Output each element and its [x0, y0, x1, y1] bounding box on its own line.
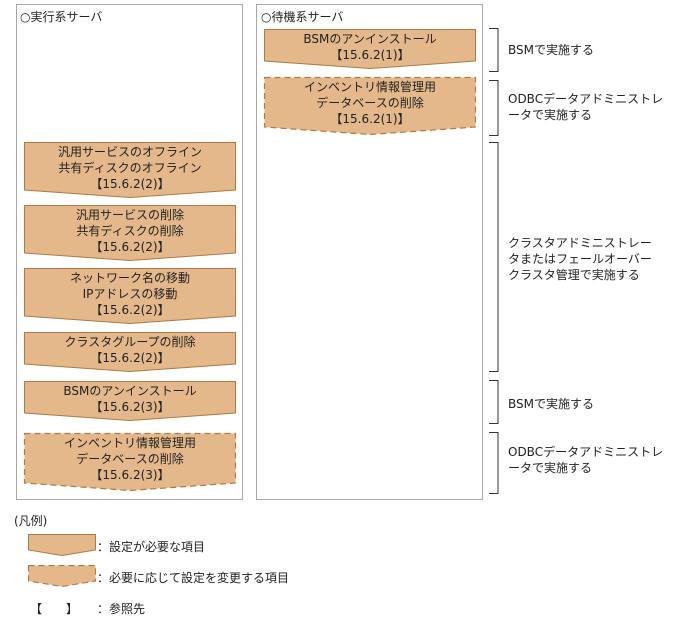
- step-text-line: IPアドレスの移動: [82, 287, 178, 301]
- step-text: ネットワーク名の移動 IPアドレスの移動【15.6.2(2)】: [24, 270, 236, 318]
- step-text-line: 【15.6.2(3)】: [90, 400, 170, 414]
- step-text: BSMのアンインストール【15.6.2(3)】: [24, 383, 236, 415]
- step-text-line: インベントリ情報管理用: [303, 80, 436, 94]
- step-text-line: 【15.6.2(1)】: [330, 48, 410, 62]
- brace-line: [489, 28, 499, 72]
- required-step-shape: [264, 29, 476, 70]
- exec-server-title: ○実行系サーバ: [20, 10, 103, 24]
- exec-step-delete-service: 汎用サービスの削除共有ディスクの削除【15.6.2(2)】: [24, 205, 236, 262]
- exec-step-move-network: ネットワーク名の移動 IPアドレスの移動【15.6.2(2)】: [24, 268, 236, 325]
- legend-optional-shape: [27, 564, 97, 588]
- brace-bracket: [488, 380, 502, 424]
- step-text: 汎用サービスの削除共有ディスクの削除【15.6.2(2)】: [24, 207, 236, 255]
- step-text-line: 【15.6.2(2)】: [90, 240, 170, 254]
- exec-step-inventory-db-delete: インベントリ情報管理用データベースの削除【15.6.2(3)】: [23, 432, 237, 492]
- required-step-shape: [24, 332, 236, 373]
- step-text-line: 汎用サービスのオフライン: [57, 145, 202, 159]
- step-text-line: 汎用サービスの削除: [75, 208, 184, 222]
- brace-line: [489, 80, 499, 136]
- note-line: BSMで実施する: [508, 43, 594, 57]
- note-line: タまたはフェールオーバー: [508, 252, 652, 266]
- step-text-line: 【15.6.2(2)】: [90, 177, 170, 191]
- standby-step-bsm-uninstall: BSMのアンインストール【15.6.2(1)】: [264, 29, 476, 70]
- required-step-shape: [24, 381, 236, 422]
- exec-step-bsm-uninstall: BSMのアンインストール【15.6.2(3)】: [24, 381, 236, 422]
- step-text-line: BSMのアンインストール: [303, 32, 437, 46]
- step-text-line: 【15.6.2(2)】: [90, 303, 170, 317]
- optional-step-shape: [263, 76, 477, 136]
- note-line: ODBCデータアドミニストレ: [508, 445, 664, 459]
- exec-step-delete-cluster-group: クラスタグループの削除【15.6.2(2)】: [24, 332, 236, 373]
- legend-optional-label: ：必要に応じて設定を変更する項目: [97, 571, 290, 585]
- legend-required-shape: [28, 534, 96, 557]
- note-bsm-standby: BSMで実施する: [508, 42, 594, 58]
- note-cluster-admin: クラスタアドミニストレータまたはフェールオーバークラスタ管理で実施する: [508, 235, 652, 283]
- step-text: クラスタグループの削除【15.6.2(2)】: [24, 334, 236, 366]
- required-step-shape: [28, 534, 96, 557]
- required-step-shape: [24, 205, 236, 262]
- optional-step-shape: [27, 564, 97, 588]
- brace-line: [489, 380, 499, 424]
- note-line: クラスタ管理で実施する: [508, 268, 640, 282]
- step-text-line: 【15.6.2(2)】: [90, 351, 170, 365]
- legend-ref-symbol: 【 】: [30, 602, 79, 616]
- brace-bracket: [488, 142, 502, 372]
- step-text-line: データベースの削除: [76, 452, 184, 466]
- note-odbc-standby: ODBCデータアドミニストレータで実施する: [508, 91, 663, 123]
- step-text-line: 共有ディスクの削除: [76, 224, 184, 238]
- standby-server-title: ○待機系サーバ: [261, 10, 344, 24]
- step-text-line: ネットワーク名の移動: [69, 271, 190, 285]
- step-text-line: 共有ディスクのオフライン: [58, 161, 202, 175]
- note-line: BSMで実施する: [508, 397, 594, 411]
- step-text: BSMのアンインストール【15.6.2(1)】: [264, 31, 476, 63]
- step-text-line: クラスタグループの削除: [64, 335, 196, 349]
- brace-line: [489, 142, 499, 372]
- step-text-line: インベントリ情報管理用: [63, 436, 196, 450]
- exec-step-offline: 汎用サービスのオフライン共有ディスクのオフライン【15.6.2(2)】: [24, 142, 236, 199]
- legend-required-label: ：設定が必要な項目: [97, 540, 206, 554]
- note-line: クラスタアドミニストレー: [508, 236, 652, 250]
- required-step-shape: [24, 268, 236, 325]
- step-text: 汎用サービスのオフライン共有ディスクのオフライン【15.6.2(2)】: [24, 144, 236, 192]
- note-line: ODBCデータアドミニストレ: [508, 92, 664, 106]
- note-odbc-exec: ODBCデータアドミニストレータで実施する: [508, 444, 663, 476]
- brace-bracket: [488, 28, 502, 72]
- step-text: インベントリ情報管理用データベースの削除【15.6.2(3)】: [24, 435, 236, 483]
- note-line: ータで実施する: [508, 461, 593, 475]
- standby-step-inventory-db-delete: インベントリ情報管理用データベースの削除【15.6.2(1)】: [263, 76, 477, 136]
- brace-bracket: [488, 80, 502, 136]
- legend-title: (凡例): [14, 514, 48, 528]
- note-bsm-exec: BSMで実施する: [508, 396, 594, 412]
- brace-bracket: [488, 432, 502, 494]
- note-line: ータで実施する: [508, 108, 593, 122]
- optional-step-shape: [23, 432, 237, 492]
- step-text: インベントリ情報管理用データベースの削除【15.6.2(1)】: [264, 79, 476, 127]
- legend-ref-label: ：参照先: [97, 602, 146, 616]
- brace-line: [489, 432, 499, 494]
- step-text-line: BSMのアンインストール: [63, 384, 197, 398]
- required-step-shape: [24, 142, 236, 199]
- step-text-line: 【15.6.2(3)】: [90, 468, 170, 482]
- step-text-line: 【15.6.2(1)】: [330, 112, 410, 126]
- step-text-line: データベースの削除: [316, 96, 424, 110]
